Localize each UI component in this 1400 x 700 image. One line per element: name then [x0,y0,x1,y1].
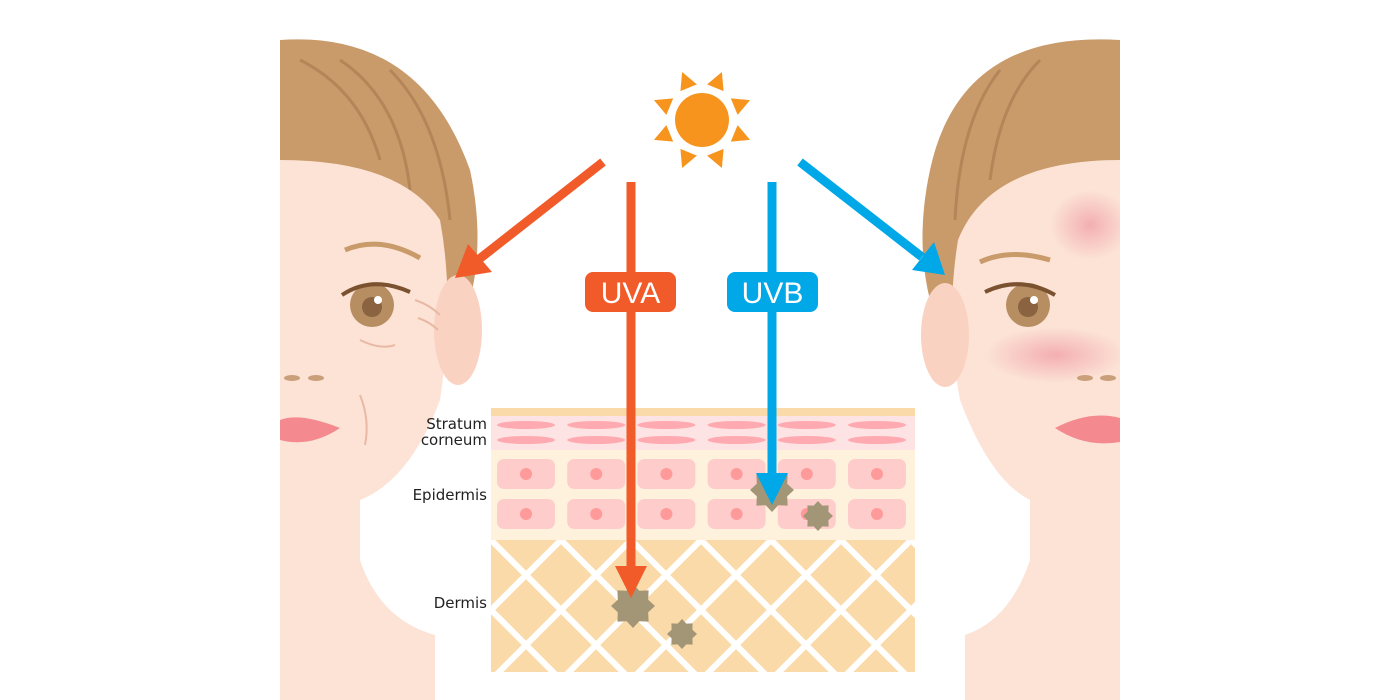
label-epidermis: Epidermis [413,486,488,504]
sun-ray [653,98,674,115]
corneum-cell [707,436,766,444]
cell-nucleus [730,508,743,520]
uvb-label: UVB [742,277,804,310]
collagen-fiber [844,601,915,672]
cell-nucleus [590,468,603,480]
uva-label: UVA [601,277,660,310]
corneum-cell [777,436,836,444]
corneum-cell [637,436,696,444]
sun-ray [653,125,674,142]
uva-arrow-to-face [475,158,606,264]
eyebrow [344,241,422,261]
uva-arrows [455,158,647,598]
lips [1055,415,1120,444]
collagen-fiber [1121,540,1261,680]
corneum-cell [637,421,696,429]
corneum-cell [848,436,906,444]
redness-forehead [1050,190,1120,260]
melanin-spot [667,619,697,649]
uvb-arrow-to-face [797,158,925,261]
collagen-fiber [774,540,914,672]
uva-label-badge: UVA [585,272,676,312]
sun-ray [680,148,697,169]
cell-nucleus [590,508,603,520]
label-stratum: Stratum [426,415,487,433]
sun-ray [730,125,751,142]
label-dermis: Dermis [434,594,487,612]
collagen-fiber [634,540,774,672]
uvb-arrows [756,158,945,505]
corneum-cell [567,421,626,429]
collagen-fiber [491,540,564,615]
skin-cross-section [141,408,1261,680]
ear [434,275,482,385]
collagen-fiber [491,605,558,672]
ear [921,283,969,387]
corneum-cell [497,421,555,429]
cell-nucleus [871,468,883,480]
cell-nucleus [730,468,743,480]
cell-nucleus [520,508,532,520]
collagen-fiber [704,540,844,672]
sun-ray [707,148,724,169]
corneum-cell [777,421,836,429]
cell-nucleus [660,468,673,480]
uvb-label-badge: UVB [727,272,818,312]
collagen-fiber [141,540,281,680]
cell-nucleus [871,508,883,520]
sun-icon [653,71,751,169]
corneum-cell [497,436,555,444]
corneum-cell [848,421,906,429]
melanin-spot [611,584,655,628]
right-face-sunburn [921,39,1120,700]
lips [280,417,340,443]
cell-nucleus [800,468,813,480]
epidermis-layer [491,450,915,540]
corneum-cell [567,436,626,444]
melanin-spot [803,501,833,531]
sun-ray [680,71,697,92]
corneum-cell [707,421,766,429]
cell-nucleus [520,468,532,480]
label-corneum: corneum [421,431,487,449]
stratum-corneum-layer [491,416,915,450]
cell-nucleus [660,508,673,520]
sun-ray [730,98,751,115]
redness-cheek [985,327,1120,383]
collagen-fiber [494,540,634,672]
left-face-wrinkles [280,39,482,700]
sun-ray [707,71,724,92]
